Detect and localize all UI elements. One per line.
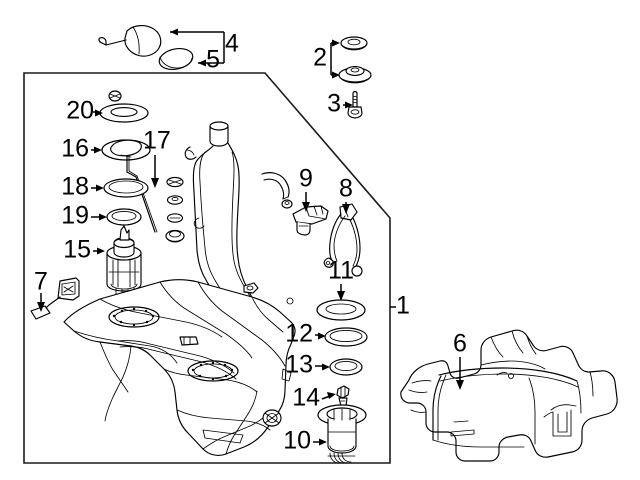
callout-label-15: 15 bbox=[63, 236, 91, 264]
lock-ring-part bbox=[99, 90, 149, 123]
callout-label-14: 14 bbox=[292, 384, 320, 412]
assembly-boundary-box bbox=[23, 72, 391, 464]
mounting-screw-part bbox=[347, 90, 363, 119]
callout-label-7: 7 bbox=[34, 268, 48, 296]
fuel-filler-cap-part bbox=[98, 25, 162, 57]
sender-float-arm-part bbox=[126, 156, 158, 233]
filler-cap-seal-part bbox=[158, 48, 194, 70]
fuel-level-sender-cover-part bbox=[101, 139, 151, 161]
callout-label-8: 8 bbox=[339, 175, 353, 203]
callout-label-1: 1 bbox=[396, 292, 410, 320]
mounting-washers-part bbox=[338, 36, 372, 84]
callout-label-20: 20 bbox=[66, 97, 94, 125]
callout-label-3: 3 bbox=[327, 90, 341, 118]
callout-label-5: 5 bbox=[206, 46, 220, 74]
callout-label-4: 4 bbox=[225, 30, 239, 58]
callout-label-17: 17 bbox=[143, 127, 171, 155]
fuel-filter-canister-part bbox=[317, 404, 367, 464]
callout-label-11: 11 bbox=[328, 257, 354, 285]
callout-label-6: 6 bbox=[453, 330, 467, 358]
callout-leaders bbox=[37, 28, 464, 446]
small-o-ring-part bbox=[329, 358, 363, 376]
ground-strap-bracket-part bbox=[30, 277, 80, 320]
callout-label-9: 9 bbox=[299, 165, 313, 193]
callout-label-10: 10 bbox=[283, 427, 311, 455]
pump-seal-ring-part bbox=[103, 178, 149, 198]
callout-labels: 1 2 3 4 5 6 7 8 9 10 11 12 13 14 15 16 1… bbox=[34, 30, 467, 455]
large-o-ring-part bbox=[324, 327, 368, 347]
callout-label-18: 18 bbox=[61, 173, 89, 201]
pump-o-ring-part bbox=[106, 208, 142, 226]
callout-label-16: 16 bbox=[61, 135, 89, 163]
tank-drain-nut bbox=[262, 409, 282, 427]
fuel-pump-part bbox=[106, 225, 142, 295]
retainer-clip-part bbox=[336, 385, 350, 407]
pressure-sensor-part bbox=[292, 205, 329, 236]
callout-label-13: 13 bbox=[285, 351, 313, 379]
callout-label-19: 19 bbox=[61, 202, 89, 230]
grommet-stack bbox=[165, 176, 185, 243]
vent-hose-part bbox=[261, 172, 293, 209]
heat-shield-part bbox=[400, 329, 618, 462]
callout-label-2: 2 bbox=[313, 44, 327, 72]
callout-label-12: 12 bbox=[285, 320, 313, 348]
fuel-tank-body bbox=[63, 279, 296, 456]
sender-unit-gasket-part bbox=[316, 299, 366, 321]
